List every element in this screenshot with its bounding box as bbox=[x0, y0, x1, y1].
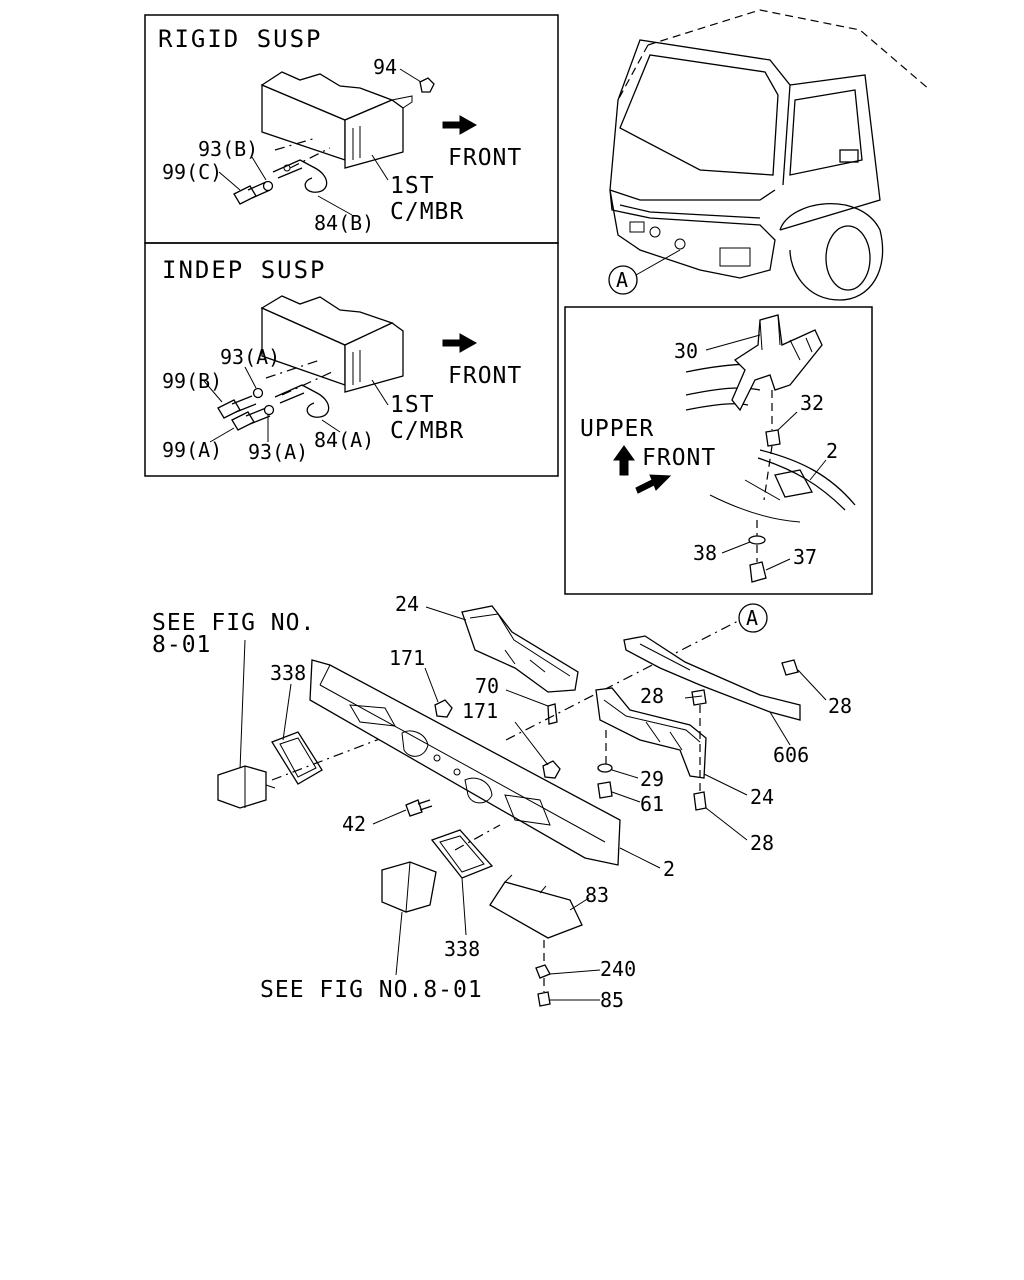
bumper-assembly bbox=[309, 659, 621, 866]
bolt-28-b bbox=[781, 659, 799, 676]
lamp-left bbox=[217, 765, 276, 809]
washer-240 bbox=[535, 964, 551, 979]
rigid-nut bbox=[419, 77, 435, 93]
rigid-susp-title: RIGID SUSP bbox=[158, 25, 323, 53]
callout-83: 83 bbox=[585, 883, 609, 907]
indep-bolt-bottom bbox=[231, 407, 271, 431]
callout-99a: 99(A) bbox=[162, 438, 222, 462]
gasket-bottom bbox=[430, 829, 494, 879]
rigid-member-line2: C/MBR bbox=[390, 199, 464, 225]
main-exploded-view: SEE FIG NO. 8-01 bbox=[152, 592, 852, 1012]
rigid-hook bbox=[272, 159, 328, 193]
callout-24-right: 24 bbox=[750, 785, 774, 809]
indep-member-line1: 1ST bbox=[390, 392, 435, 418]
lamp-bottom bbox=[381, 861, 437, 913]
upper-arrow-icon bbox=[613, 445, 635, 476]
rigid-front-label: FRONT bbox=[448, 145, 522, 171]
callout-42: 42 bbox=[342, 812, 366, 836]
truck-cab-illustration bbox=[609, 9, 931, 301]
rigid-crossmember bbox=[260, 71, 413, 169]
front-arrow-icon bbox=[442, 333, 478, 353]
ref-marker-a-truck bbox=[608, 265, 638, 295]
indep-hook bbox=[274, 384, 330, 418]
bracket-24-top bbox=[461, 605, 579, 693]
see-fig-top-line2: 8-01 bbox=[152, 632, 211, 658]
callout-28-a: 28 bbox=[640, 684, 664, 708]
ref-a-main: A bbox=[746, 606, 758, 630]
nut-171-top bbox=[434, 699, 453, 718]
callout-99c: 99(C) bbox=[162, 160, 222, 184]
rigid-bolt bbox=[233, 181, 271, 205]
callout-29: 29 bbox=[640, 767, 664, 791]
rigid-washer bbox=[262, 180, 274, 192]
bolt-61 bbox=[597, 781, 613, 799]
nut-171-mid bbox=[542, 760, 561, 779]
see-fig-top-line1: SEE FIG NO. bbox=[152, 610, 315, 636]
callout-2-main: 2 bbox=[663, 857, 675, 881]
upper-label: UPPER bbox=[580, 416, 654, 442]
ref-marker-a-main bbox=[738, 603, 768, 633]
callout-2-detail: 2 bbox=[826, 439, 838, 463]
callout-94: 94 bbox=[373, 55, 397, 79]
indep-bolt-top bbox=[217, 395, 257, 419]
clip-70 bbox=[547, 703, 558, 725]
screw-85 bbox=[537, 991, 551, 1007]
mounting-detail-panel: 30 32 2 38 37 UPPER FRONT bbox=[564, 306, 873, 595]
callout-93b: 93(B) bbox=[198, 137, 258, 161]
callout-93a-bottom: 93(A) bbox=[248, 440, 308, 464]
ref-a-truck: A bbox=[616, 268, 628, 292]
indep-front-label: FRONT bbox=[448, 363, 522, 389]
callout-171-mid: 171 bbox=[462, 699, 498, 723]
rigid-member-line1: 1ST bbox=[390, 173, 435, 199]
indep-susp-panel: INDEP SUSP 93(A) 99(B) 99(A) bbox=[144, 242, 559, 477]
callout-61: 61 bbox=[640, 792, 664, 816]
bracket-24-right bbox=[595, 687, 707, 779]
plate-83 bbox=[489, 874, 583, 939]
callout-338-bottom: 338 bbox=[444, 937, 480, 961]
bolt-28-c bbox=[693, 791, 707, 811]
callout-70: 70 bbox=[475, 674, 499, 698]
washer-29 bbox=[597, 763, 613, 773]
callout-171-top: 171 bbox=[389, 646, 425, 670]
bolt-28-a bbox=[691, 689, 707, 706]
callout-84a: 84(A) bbox=[314, 428, 374, 452]
callout-28-b: 28 bbox=[828, 694, 852, 718]
rigid-susp-panel: RIGID SUSP 94 93(B) bbox=[144, 14, 559, 244]
front-arrow-icon bbox=[442, 115, 478, 135]
front-arrow-icon bbox=[635, 474, 672, 494]
gasket-left bbox=[271, 731, 323, 785]
indep-crossmember bbox=[260, 295, 404, 393]
callout-240: 240 bbox=[600, 957, 636, 981]
callout-338-left: 338 bbox=[270, 661, 306, 685]
callout-28-c: 28 bbox=[750, 831, 774, 855]
callout-84b: 84(B) bbox=[314, 211, 374, 235]
indep-member-line2: C/MBR bbox=[390, 418, 464, 444]
bar-606 bbox=[623, 635, 801, 721]
callout-93a-top: 93(A) bbox=[220, 345, 280, 369]
callout-99b: 99(B) bbox=[162, 369, 222, 393]
callout-85: 85 bbox=[600, 988, 624, 1012]
bolt-42 bbox=[405, 799, 423, 817]
detail-front-label: FRONT bbox=[642, 445, 716, 471]
indep-washer-bottom bbox=[263, 404, 275, 416]
callout-24-top: 24 bbox=[395, 592, 419, 616]
callout-37: 37 bbox=[793, 545, 817, 569]
callout-30: 30 bbox=[674, 339, 698, 363]
callout-32: 32 bbox=[800, 391, 824, 415]
callout-606: 606 bbox=[773, 743, 809, 767]
callout-38: 38 bbox=[693, 541, 717, 565]
see-fig-bottom: SEE FIG NO.8-01 bbox=[260, 977, 483, 1003]
indep-susp-title: INDEP SUSP bbox=[162, 256, 327, 284]
indep-washer-top bbox=[252, 387, 264, 399]
